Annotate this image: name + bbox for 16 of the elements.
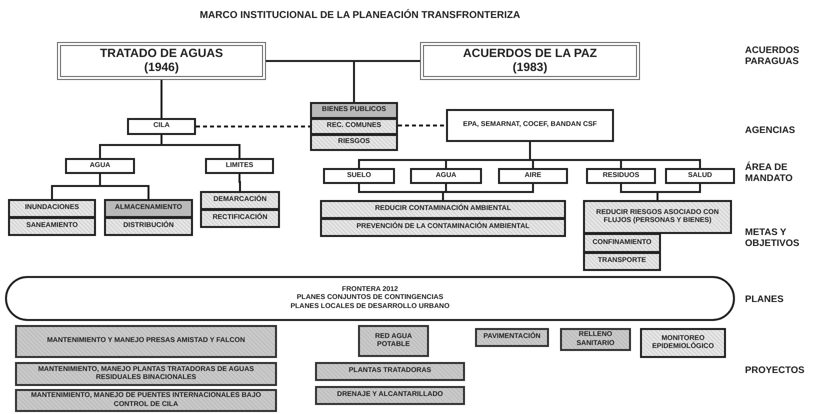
connector-line [656, 184, 701, 200]
treaty-box: ACUERDOS DE LA PAZ (1983) [420, 42, 640, 80]
level-label: ÁREA DE MANDATO [745, 163, 794, 185]
level-label: PLANES [745, 295, 785, 306]
level-label: PROYECTOS [745, 366, 806, 377]
level-label: METAS Y OBJETIVOS [745, 228, 800, 250]
level-label: ACUERDOS PARAGUAS [745, 46, 800, 68]
dashed-connector [196, 126, 310, 128]
level-label: AGENCIAS [745, 126, 796, 137]
connector-line [238, 174, 241, 191]
connector-line [160, 80, 162, 118]
connector-line [99, 174, 150, 199]
diagram-title: MARCO INSTITUCIONAL DE LA PLANEACIÓN TRANSFRONTERIZA [198, 8, 522, 23]
connector-line [353, 60, 420, 102]
dashed-connector [398, 124, 446, 126]
treaty-box: TRATADO DE AGUAS (1946) [57, 42, 266, 80]
